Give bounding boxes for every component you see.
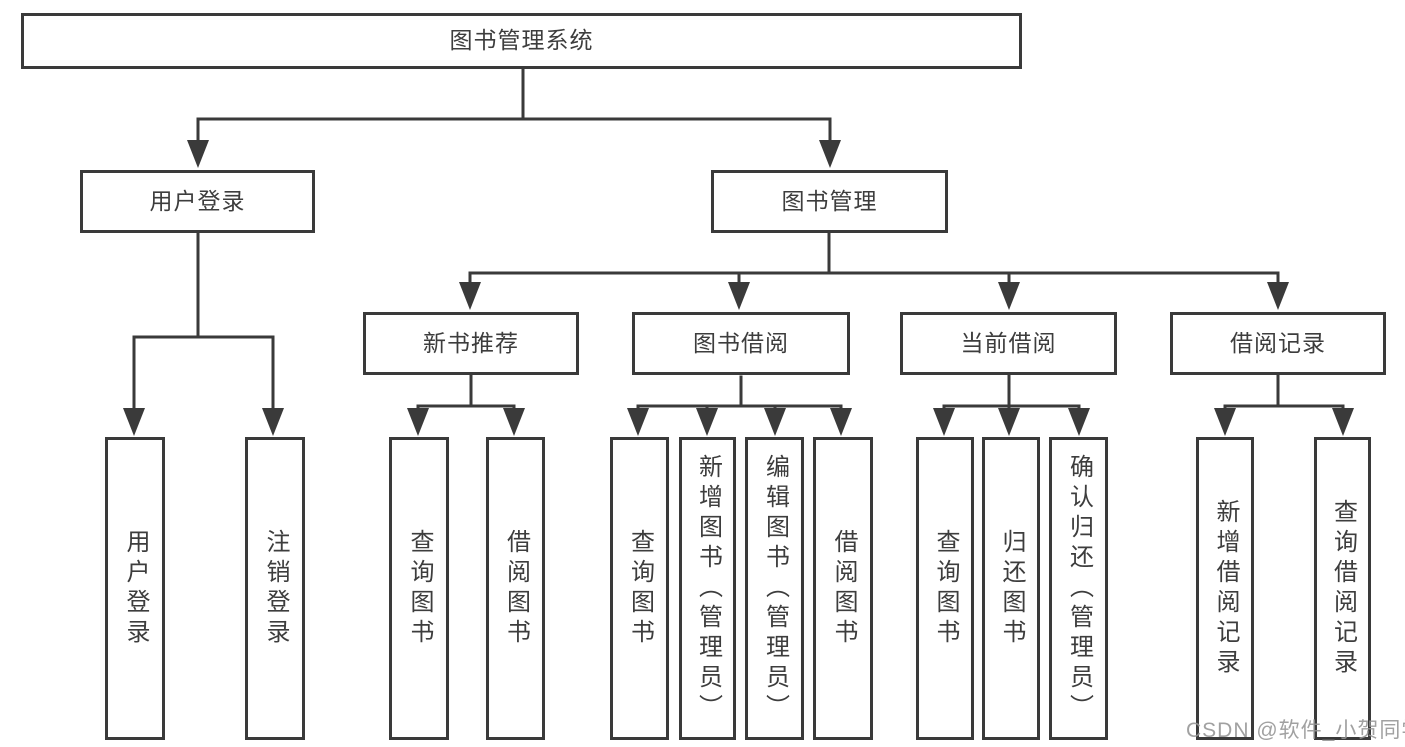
node-leaf-cb-confirm-return-admin: 确认归还（管理员） xyxy=(1049,437,1108,740)
node-leaf-bb-borrow-books: 借阅图书 xyxy=(813,437,873,740)
arrowhead xyxy=(187,140,209,168)
connector-level3-stems xyxy=(469,373,1280,408)
csdn-watermark: CSDN @软件_小贺同学 xyxy=(1186,719,1405,742)
arrowhead xyxy=(407,408,429,436)
arrowhead xyxy=(998,408,1020,436)
node-leaf-cb-query-books: 查询图书 xyxy=(916,437,974,740)
node-leaf-cb-return-books: 归还图书 xyxy=(982,437,1040,740)
arrowhead xyxy=(1068,408,1090,436)
node-current-borrow: 当前借阅 xyxy=(900,312,1117,375)
arrowhead xyxy=(1267,282,1289,310)
arrowhead xyxy=(696,408,718,436)
arrowhead xyxy=(830,408,852,436)
node-book-management: 图书管理 xyxy=(711,170,948,233)
arrowhead xyxy=(819,140,841,168)
arrowhead xyxy=(1332,408,1354,436)
arrowhead xyxy=(764,408,786,436)
node-borrow-records: 借阅记录 xyxy=(1170,312,1386,375)
arrowhead xyxy=(123,408,145,436)
arrowhead xyxy=(459,282,481,310)
node-leaf-user-login: 用户登录 xyxy=(105,437,165,740)
node-leaf-nb-borrow-books: 借阅图书 xyxy=(486,437,545,740)
connector-book-management xyxy=(468,231,1280,285)
arrowhead xyxy=(627,408,649,436)
connector-rail-drops xyxy=(416,404,1345,413)
arrowhead xyxy=(262,408,284,436)
arrowhead xyxy=(998,282,1020,310)
node-leaf-br-query-record: 查询借阅记录 xyxy=(1314,437,1371,740)
node-leaf-logout: 注销登录 xyxy=(245,437,305,740)
node-new-book-recommend: 新书推荐 xyxy=(363,312,579,375)
node-leaf-br-add-record: 新增借阅记录 xyxy=(1196,437,1254,740)
arrowhead xyxy=(1214,408,1236,436)
node-leaf-bb-add-books-admin: 新增图书（管理员） xyxy=(679,437,736,740)
node-leaf-nb-query-books: 查询图书 xyxy=(389,437,449,740)
arrowhead xyxy=(728,282,750,310)
arrowhead xyxy=(933,408,955,436)
node-leaf-bb-edit-books-admin: 编辑图书（管理员） xyxy=(745,437,804,740)
node-leaf-bb-query-books: 查询图书 xyxy=(610,437,669,740)
node-book-borrow: 图书借阅 xyxy=(632,312,850,375)
connector-user-login xyxy=(132,231,275,411)
node-root-system: 图书管理系统 xyxy=(21,13,1022,69)
connector-root xyxy=(196,66,832,143)
node-user-login: 用户登录 xyxy=(80,170,315,233)
arrowhead xyxy=(503,408,525,436)
